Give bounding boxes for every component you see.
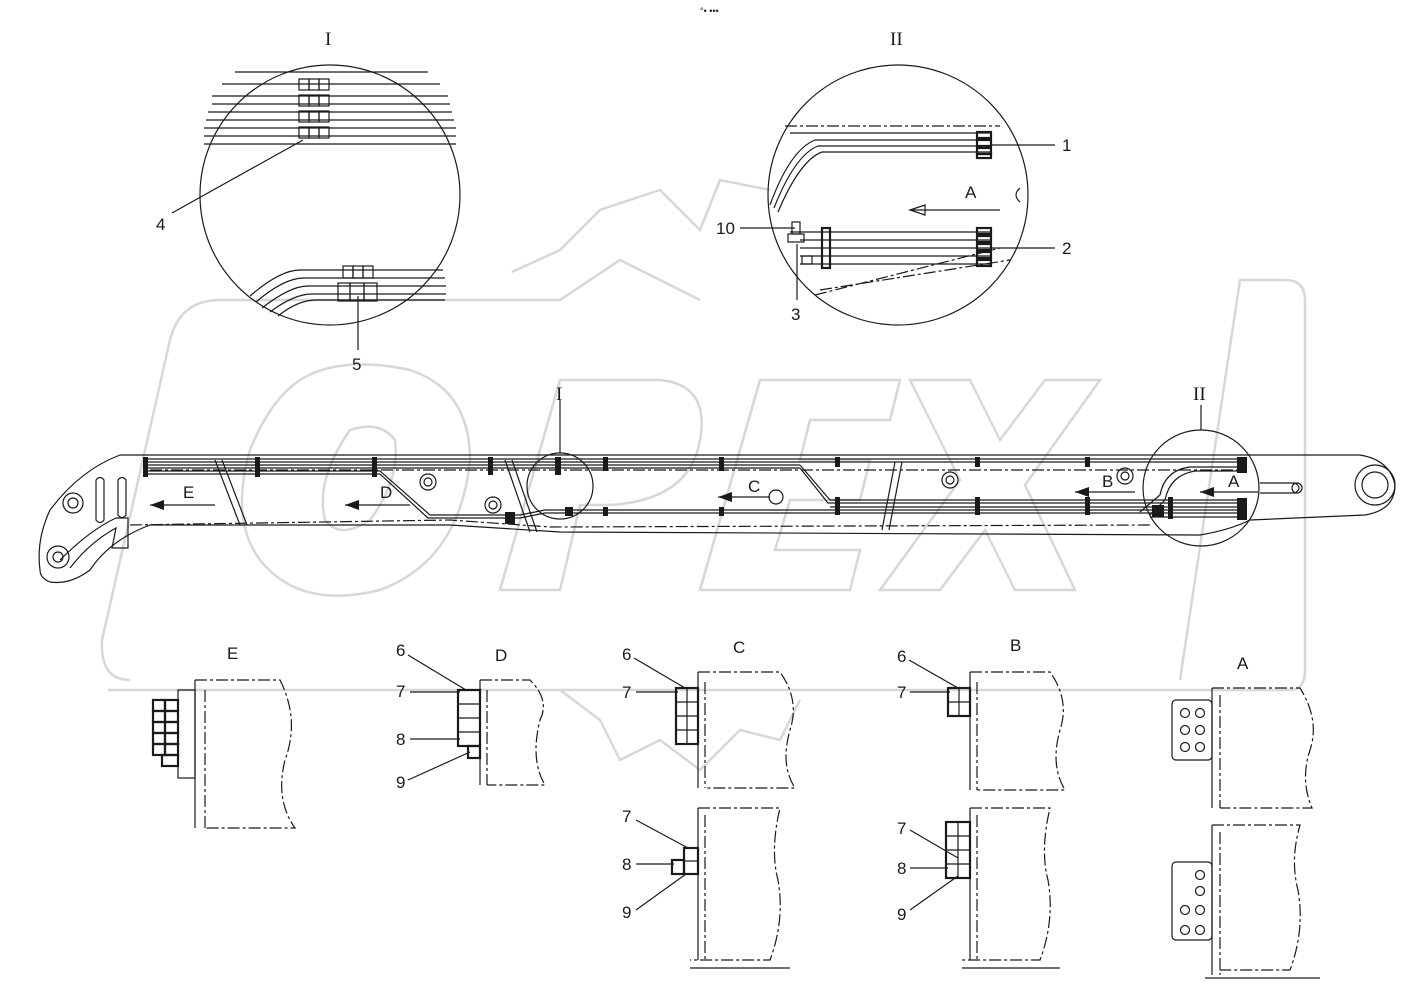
section-D-title: D: [495, 646, 507, 665]
section-C-callout-7: 7: [622, 683, 631, 702]
callout-2: 2: [1062, 239, 1071, 258]
section-arrow-D: D: [380, 483, 392, 502]
section-B-callout-9: 9: [897, 905, 906, 924]
detail-II-label: II: [890, 29, 903, 50]
header-mark: °• •••: [700, 6, 719, 16]
section-C-callout-9: 9: [622, 903, 631, 922]
boom: [38, 454, 1396, 584]
callout-4: 4: [156, 215, 165, 234]
section-B-callout-7: 7: [897, 683, 906, 702]
section-B-callout-8: 8: [897, 859, 906, 878]
detail-I-clamps-upper: [298, 78, 330, 139]
detail-II-hoses-lower: [790, 231, 990, 265]
section-arrow-E: E: [183, 483, 194, 502]
section-arrow-A: A: [1228, 472, 1240, 491]
section-B-callout-7b: 7: [897, 819, 906, 838]
leader-4: [171, 139, 304, 214]
boom-detail-markers: I II: [526, 384, 1260, 547]
section-D-callout-7: 7: [396, 682, 405, 701]
section-C: C 6 7 7 8 9: [622, 638, 797, 969]
section-C-callout-7b: 7: [622, 807, 631, 826]
section-E: E: [151, 644, 297, 829]
section-D-callout-6: 6: [396, 641, 405, 660]
section-arrows: E D C B A: [150, 472, 1258, 510]
detail-I: I 4: [156, 29, 461, 374]
section-B: B 6 7 7 8 9: [897, 636, 1067, 969]
section-E-title: E: [227, 644, 238, 663]
section-C-callout-8: 8: [622, 855, 631, 874]
detail-I-hoses-upper: [204, 71, 456, 145]
detail-I-label: I: [325, 29, 331, 50]
section-B-callout-6: 6: [897, 647, 906, 666]
section-D-callout-9: 9: [396, 773, 405, 792]
boom-hose-bundle: [143, 457, 1247, 524]
boom-detail-I-label: I: [556, 384, 562, 405]
section-A-title: A: [1237, 654, 1249, 673]
detail-I-circle: [199, 64, 461, 326]
opex-watermark: [100, 178, 1307, 772]
boom-detail-II-label: II: [1193, 384, 1206, 405]
section-D-callout-8: 8: [396, 730, 405, 749]
section-A: A: [1171, 654, 1320, 979]
section-arrow-C: C: [748, 477, 760, 496]
callout-1: 1: [1062, 136, 1071, 155]
section-E-clamps: [151, 698, 180, 768]
callout-10: 10: [716, 219, 735, 238]
boom-detail-II-circle: [1142, 429, 1260, 547]
detail-I-hoses-lower: [249, 269, 446, 317]
section-D: D 6 7 8 9: [396, 641, 547, 792]
callout-5: 5: [352, 355, 361, 374]
arrow-A-detail-label: A: [965, 183, 977, 202]
section-arrow-B: B: [1102, 472, 1113, 491]
callout-3: 3: [791, 305, 800, 324]
section-C-title: C: [733, 638, 745, 657]
detail-I-clamps-lower: [337, 265, 378, 302]
detail-II: II A: [716, 29, 1071, 326]
section-B-title: B: [1010, 636, 1021, 655]
detail-II-circle: [767, 64, 1029, 326]
detail-II-hoses-upper: [769, 132, 990, 213]
section-C-callout-6: 6: [622, 645, 631, 664]
